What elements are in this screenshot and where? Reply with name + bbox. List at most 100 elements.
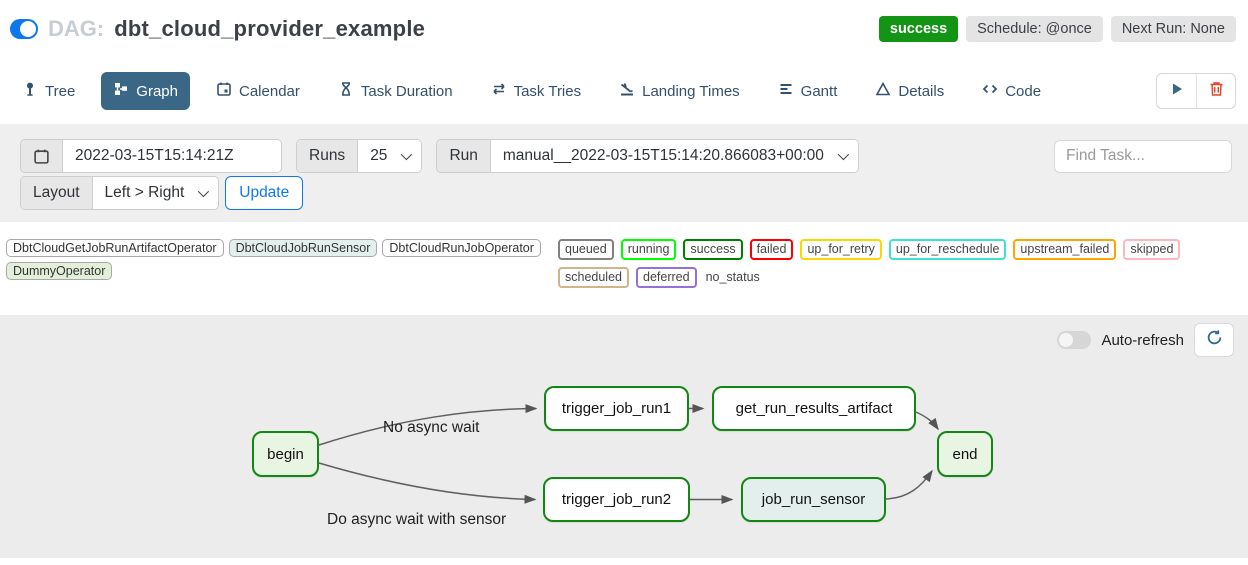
edge-begin-trigger1 xyxy=(318,404,538,446)
play-icon xyxy=(1170,82,1184,101)
status-legend-item[interactable]: deferred xyxy=(636,267,697,288)
filter-row-1: Runs 25 Run manual__2022-03-15T15:14:20.… xyxy=(20,139,1232,173)
dag-action-buttons xyxy=(1156,73,1236,109)
edge-artifact-end xyxy=(915,411,939,431)
hourglass-icon xyxy=(338,81,354,101)
status-legend-item[interactable]: queued xyxy=(558,239,614,260)
toggle-knob xyxy=(1059,333,1074,347)
triangle-icon xyxy=(875,81,891,101)
status-legend-item[interactable]: scheduled xyxy=(558,267,629,288)
tab-gantt[interactable]: Gantt xyxy=(766,72,850,110)
edge-begin-trigger2 xyxy=(318,462,537,504)
dag-edges xyxy=(318,404,939,504)
tab-label: Details xyxy=(898,82,945,100)
tab-label: Calendar xyxy=(239,82,300,100)
base-date-input[interactable] xyxy=(63,140,281,172)
bars-icon xyxy=(778,81,794,101)
view-tabs-row: Tree Graph Calendar Task Duration Task T… xyxy=(10,72,1236,110)
operator-badge: DbtCloudRunJobOperator xyxy=(382,239,541,257)
tab-label: Code xyxy=(1005,82,1042,100)
tab-label: Graph xyxy=(136,82,178,100)
graph-tools: Auto-refresh xyxy=(1057,323,1234,357)
tab-landing-times[interactable]: Landing Times xyxy=(607,72,752,110)
tab-calendar[interactable]: Calendar xyxy=(204,72,312,110)
status-legend-item: no_status xyxy=(705,270,760,284)
calendar-addon[interactable] xyxy=(21,140,63,172)
status-legend-item[interactable]: running xyxy=(620,239,677,260)
tab-code[interactable]: Code xyxy=(970,72,1053,110)
layout-label: Layout xyxy=(21,177,93,209)
status-legend-item[interactable]: failed xyxy=(749,239,794,260)
status-legend: queued running success failed up_for_ret… xyxy=(558,239,1242,288)
update-button[interactable]: Update xyxy=(225,176,304,210)
edge-label-do-async-wait: Do async wait with sensor xyxy=(327,511,507,528)
operator-legend: DbtCloudGetJobRunArtifactOperator DbtClo… xyxy=(6,239,554,280)
auto-refresh-label: Auto-refresh xyxy=(1101,331,1184,349)
status-legend-item[interactable]: upstream_failed xyxy=(1013,239,1117,260)
edge-label-no-async-wait: No async wait xyxy=(383,419,480,436)
operator-badge: DummyOperator xyxy=(6,262,113,280)
dag-graph-panel: begin trigger_job_run1 get_run_results_a… xyxy=(0,315,1248,558)
run-value: manual__2022-03-15T15:14:20.866083+00:00 xyxy=(502,147,824,164)
run-label: Run xyxy=(437,140,491,172)
delete-dag-button[interactable] xyxy=(1196,74,1235,108)
dag-prefix-label: DAG: xyxy=(48,16,105,41)
refresh-icon xyxy=(1206,329,1223,351)
find-task-input[interactable] xyxy=(1054,139,1232,173)
task-node-trigger-job-run1[interactable]: trigger_job_run1 xyxy=(544,386,689,431)
trigger-dag-button[interactable] xyxy=(1157,74,1196,108)
plane-landing-icon xyxy=(619,81,635,101)
status-legend-item[interactable]: success xyxy=(683,239,743,260)
tab-label: Gantt xyxy=(800,82,838,100)
dag-header: DAG: dbt_cloud_provider_example success … xyxy=(0,0,1248,42)
run-select[interactable]: manual__2022-03-15T15:14:20.866083+00:00 xyxy=(490,140,858,172)
toggle-knob xyxy=(20,21,36,37)
task-node-trigger-job-run2[interactable]: trigger_job_run2 xyxy=(543,477,690,522)
repeat-icon xyxy=(491,81,507,101)
tab-label: Task Duration xyxy=(360,82,453,100)
status-badge: success xyxy=(878,16,959,42)
task-node-job-run-sensor[interactable]: job_run_sensor xyxy=(741,477,886,522)
tab-label: Tree xyxy=(45,82,76,100)
edge-sensor-end xyxy=(885,469,933,500)
filter-bar: Runs 25 Run manual__2022-03-15T15:14:20.… xyxy=(0,124,1248,222)
runs-label: Runs xyxy=(297,140,359,172)
task-node-get-run-results-artifact[interactable]: get_run_results_artifact xyxy=(712,386,916,431)
schedule-badge: Schedule: @once xyxy=(966,16,1103,42)
status-legend-item[interactable]: skipped xyxy=(1123,239,1181,260)
num-runs-select[interactable]: 25 xyxy=(358,140,422,172)
tab-tree[interactable]: Tree xyxy=(10,72,87,110)
legend: DbtCloudGetJobRunArtifactOperator DbtClo… xyxy=(6,239,1242,288)
operator-badge: DbtCloudGetJobRunArtifactOperator xyxy=(6,239,224,257)
num-runs-value: 25 xyxy=(370,147,388,164)
header-badges: success Schedule: @once Next Run: None xyxy=(878,16,1236,42)
view-tabs: Tree Graph Calendar Task Duration Task T… xyxy=(10,72,1053,110)
tab-task-tries[interactable]: Task Tries xyxy=(479,72,594,110)
code-icon xyxy=(982,81,998,101)
filter-row-2: Layout Left > Right Update xyxy=(20,176,1232,210)
layout-group: Layout Left > Right xyxy=(20,176,220,210)
layout-value: Left > Right xyxy=(104,184,185,201)
status-legend-item[interactable]: up_for_retry xyxy=(800,239,882,260)
dag-pause-toggle[interactable] xyxy=(10,19,38,39)
next-run-badge: Next Run: None xyxy=(1110,16,1236,42)
task-node-end[interactable]: end xyxy=(937,431,993,477)
sitemap-icon xyxy=(113,81,129,101)
tab-graph[interactable]: Graph xyxy=(101,72,190,110)
task-node-begin[interactable]: begin xyxy=(252,431,319,477)
layout-select[interactable]: Left > Right xyxy=(92,177,219,209)
base-date-group xyxy=(20,139,282,173)
refresh-button[interactable] xyxy=(1194,323,1234,357)
tab-label: Task Tries xyxy=(513,82,582,100)
tab-details[interactable]: Details xyxy=(863,72,956,110)
tab-label: Landing Times xyxy=(642,82,740,100)
operator-badge: DbtCloudJobRunSensor xyxy=(228,239,378,257)
auto-refresh-toggle[interactable] xyxy=(1057,331,1092,349)
tab-task-duration[interactable]: Task Duration xyxy=(326,72,465,110)
trash-icon xyxy=(1209,81,1224,102)
calendar-icon xyxy=(216,81,232,101)
status-legend-item[interactable]: up_for_reschedule xyxy=(888,239,1007,260)
pin-icon xyxy=(22,81,38,101)
run-group: Run manual__2022-03-15T15:14:20.866083+0… xyxy=(436,139,859,173)
num-runs-group: Runs 25 xyxy=(296,139,423,173)
